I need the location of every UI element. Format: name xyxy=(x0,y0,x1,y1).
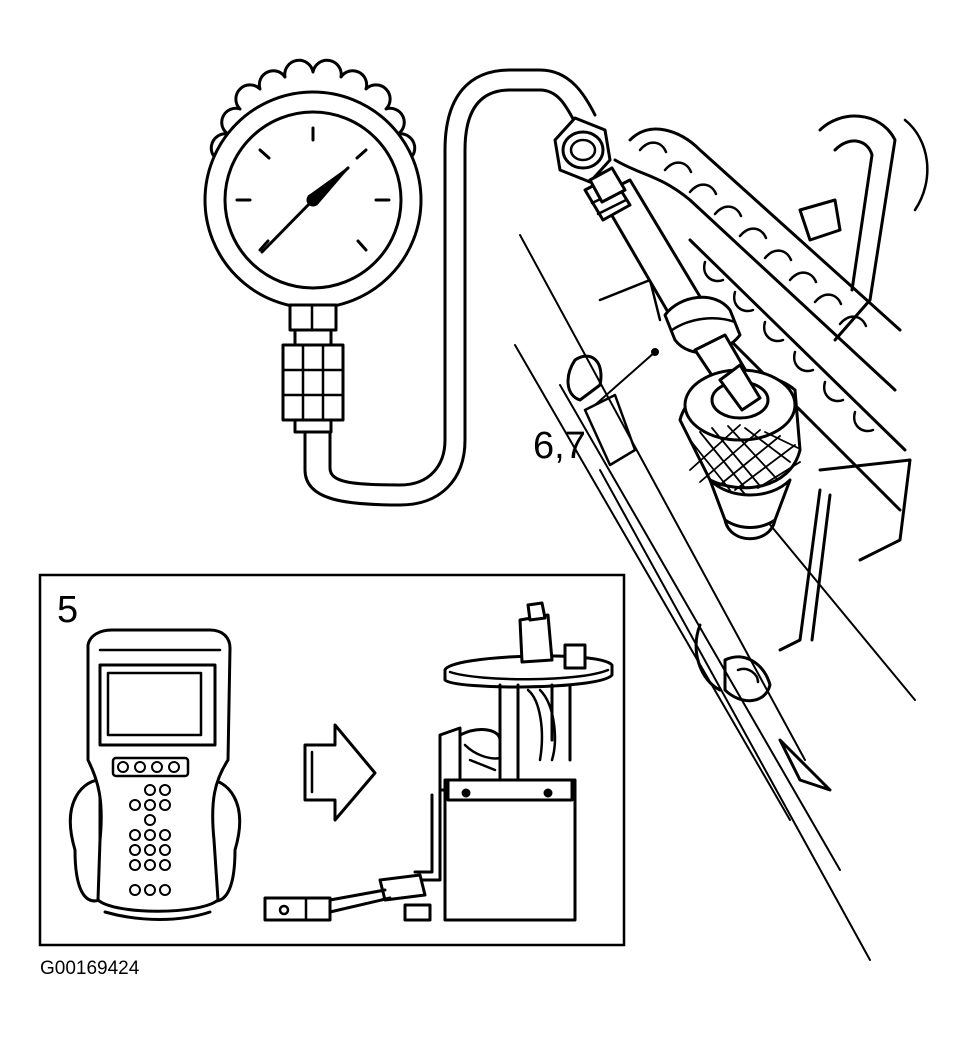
scan-tool-icon xyxy=(68,628,242,921)
inset-step-label: 5 xyxy=(57,589,78,631)
fuel-hose-icon xyxy=(303,68,627,507)
scan-tool-keypad xyxy=(129,784,171,896)
fuel-pump-module-icon xyxy=(263,601,614,922)
pressure-gauge-icon xyxy=(203,58,423,434)
arrow-right-icon xyxy=(303,723,377,822)
callout-6-7-label: 6,7 xyxy=(533,425,586,467)
figure-id-label: G00169424 xyxy=(40,958,140,979)
